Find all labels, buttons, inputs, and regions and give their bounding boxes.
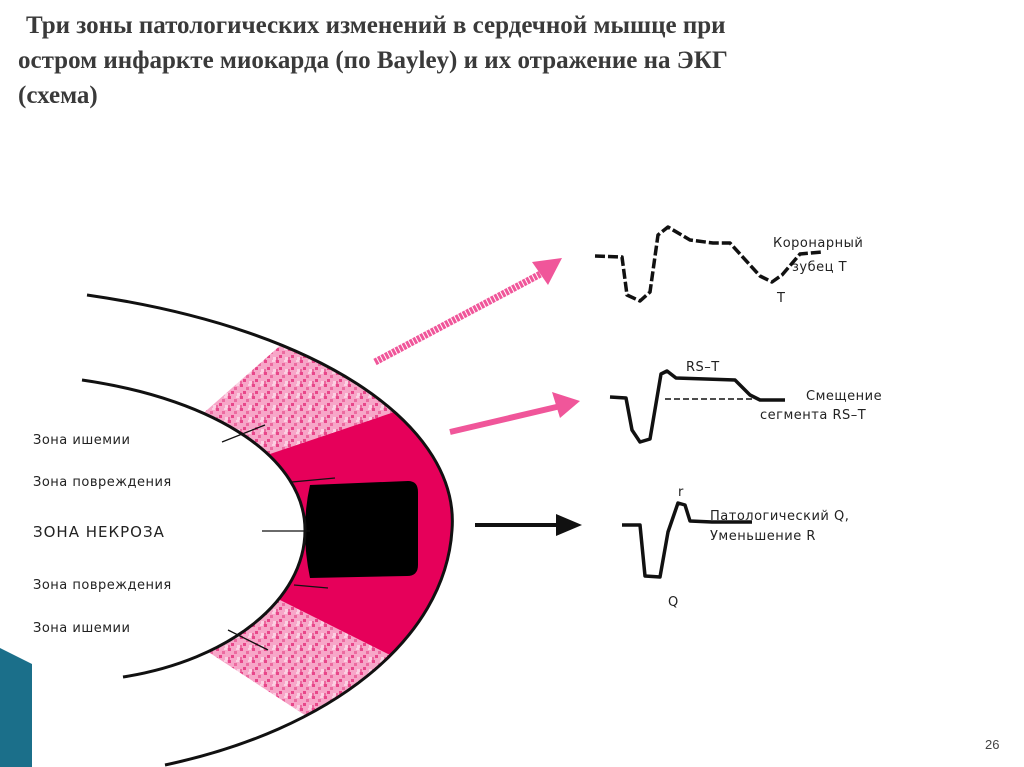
leader-lines — [221, 424, 336, 651]
ecg-trace-rst-shift — [609, 369, 785, 444]
trace3-mark-r: r — [678, 485, 684, 500]
arrow-to-trace1 — [373, 258, 562, 366]
arrow-to-trace3 — [475, 514, 582, 536]
trace3-mark-q: Q — [668, 595, 679, 610]
trace1-label-line1: Коронарный — [773, 236, 863, 251]
slide-title: Три зоны патологических изменений в серд… — [18, 8, 978, 113]
title-line-2: остром инфаркте миокарда (по Bayley) и и… — [18, 47, 728, 74]
trace3-label-line2: Уменьшение R — [710, 529, 816, 544]
page-number: 26 — [985, 737, 1000, 752]
label-injury-top: Зона повреждения — [33, 475, 172, 490]
trace3-label-line1: Патологический Q, — [710, 509, 849, 524]
necrosis-zone — [305, 481, 418, 578]
label-injury-bottom: Зона повреждения — [33, 578, 172, 593]
ecg-trace-coronary-t — [594, 225, 823, 303]
arrow-to-trace2 — [449, 392, 580, 435]
label-ischemia-bottom: Зона ишемии — [33, 621, 130, 636]
label-ischemia-top: Зона ишемии — [33, 433, 130, 448]
trace1-label-line2: зубец Т — [792, 260, 847, 275]
outer-wall-line — [86, 293, 454, 767]
corner-accent-shape — [0, 648, 32, 767]
title-line-1: Три зоны патологических изменений в серд… — [26, 12, 726, 39]
trace1-mark-t: T — [776, 291, 785, 306]
label-necrosis: ЗОНА НЕКРОЗА — [33, 523, 165, 541]
trace2-mark-rst: RS–T — [686, 360, 720, 375]
inner-wall-line — [81, 378, 307, 679]
trace2-label-line1: Смещение — [806, 389, 882, 404]
title-line-3: (схема) — [18, 82, 98, 109]
trace2-label-line2: сегмента RS–T — [760, 408, 866, 423]
ecg-trace-pathologic-q — [622, 501, 752, 579]
